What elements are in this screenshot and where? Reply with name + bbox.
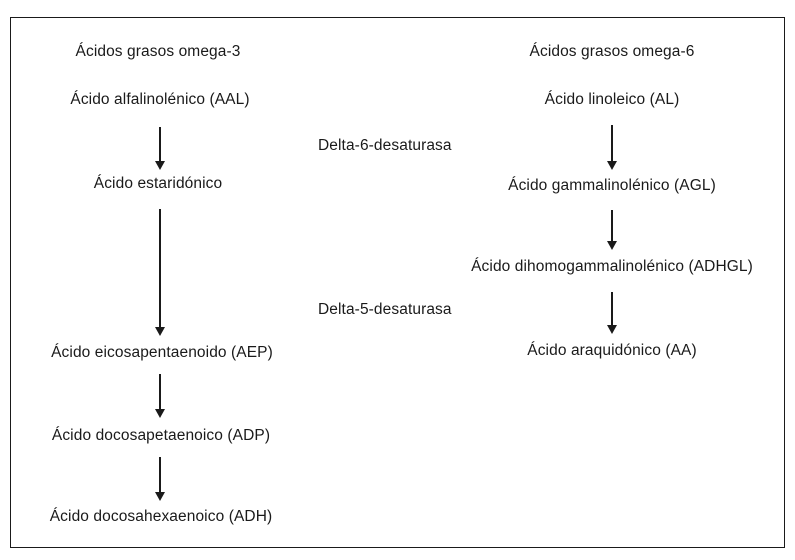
omega3-node-alfalinolenico: Ácido alfalinolénico (AAL) (70, 91, 250, 108)
omega6-column-title: Ácidos grasos omega-6 (529, 43, 695, 60)
down-arrow-omega3-2 (154, 209, 165, 336)
down-arrow-omega3-1 (154, 127, 165, 170)
omega6-node-linoleico: Ácido linoleico (AL) (544, 91, 680, 108)
omega3-node-estaridonico: Ácido estaridónico (93, 175, 223, 192)
omega3-node-docosahexaenoico: Ácido docosahexaenoico (ADH) (49, 508, 273, 525)
omega3-node-docosapetaenoico: Ácido docosapetaenoico (ADP) (51, 427, 271, 444)
down-arrow-omega6-1 (606, 125, 617, 170)
down-arrow-omega6-3 (606, 292, 617, 334)
omega6-node-gammalinolenico: Ácido gammalinolénico (AGL) (508, 177, 716, 194)
omega6-node-araquidonico: Ácido araquidónico (AA) (527, 342, 697, 359)
enzyme-label-delta-6-desaturasa: Delta-6-desaturasa (318, 137, 452, 154)
omega3-column-title: Ácidos grasos omega-3 (75, 43, 241, 60)
down-arrow-omega6-2 (606, 210, 617, 250)
down-arrow-omega3-4 (154, 457, 165, 501)
omega3-node-eicosapentaenoido: Ácido eicosapentaenoido (AEP) (51, 344, 273, 361)
diagram-border (10, 17, 785, 548)
enzyme-label-delta-5-desaturasa: Delta-5-desaturasa (318, 301, 452, 318)
omega6-node-dihomogammalinolenico: Ácido dihomogammalinolénico (ADHGL) (471, 258, 753, 275)
down-arrow-omega3-3 (154, 374, 165, 418)
